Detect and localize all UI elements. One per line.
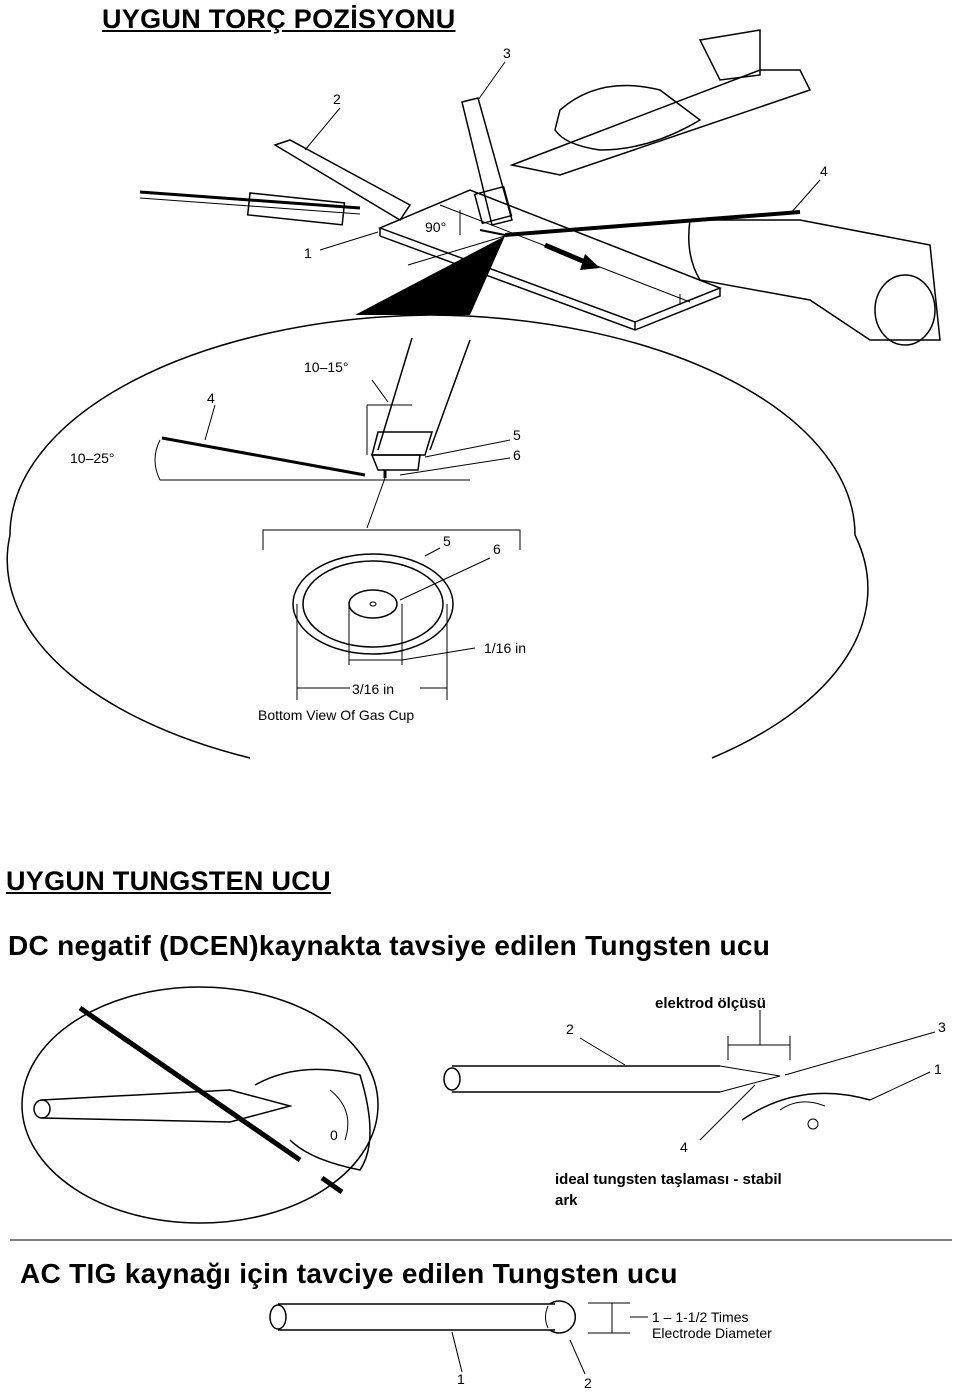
gas-cup-outer	[292, 553, 454, 655]
torch-illustration: 90° 1 2 3 4	[139, 29, 941, 346]
dcen-callout-4: 4	[680, 1139, 688, 1155]
dcen-callout-1: 1	[934, 1061, 942, 1077]
ac-callout-1: 1	[457, 1371, 465, 1387]
detail-view: 10–15° 10–25° 4 5 6 1/16 in 3/16 in Bott…	[6, 314, 869, 759]
zoom-beam	[355, 236, 505, 315]
callout-4: 4	[820, 163, 828, 179]
dim-3-16-label: 3/16 in	[352, 681, 394, 697]
callout-3: 3	[503, 45, 511, 61]
cup-callout-5: 5	[443, 533, 451, 549]
ac-electrode: 1 – 1-1/2 Times Electrode Diameter 1 2	[269, 1300, 772, 1391]
grind-wheel-side	[741, 1092, 871, 1121]
torch-body	[461, 97, 513, 226]
cup-callout-6: 6	[493, 541, 501, 557]
ac-dim-line2: Electrode Diameter	[652, 1325, 772, 1341]
wheel-mark: 0	[330, 1127, 338, 1143]
grind-note-line2: ark	[555, 1192, 578, 1209]
detail-callout-6: 6	[513, 447, 521, 463]
detail-callout-4: 4	[207, 390, 215, 406]
rod-holder	[246, 192, 346, 226]
dcen-grinding-circle: 0	[21, 986, 379, 1224]
torch-position-heading: UYGUN TORÇ POZİSYONU	[102, 4, 456, 34]
detail-circle	[6, 314, 869, 759]
ac-dim-line1: 1 – 1-1/2 Times	[652, 1309, 749, 1325]
detail-callout-5: 5	[513, 427, 521, 443]
dcen-callout-2: 2	[566, 1021, 574, 1037]
glove-right	[688, 219, 941, 341]
travel-arrow	[580, 254, 600, 270]
detail-rod	[161, 436, 366, 477]
callout-2: 2	[333, 91, 341, 107]
grind-note-line1: ideal tungsten taşlaması - stabil	[555, 1171, 782, 1188]
electrode-size-label: elektrod ölçüsü	[655, 995, 766, 1012]
dcen-callout-3: 3	[938, 1019, 946, 1035]
gas-cup-inner	[302, 560, 444, 648]
gas-cup-caption: Bottom View Of Gas Cup	[258, 707, 414, 723]
electrode-grind	[41, 1089, 293, 1123]
dcen-electrode-side: elektrod ölçüsü 2 3 1 4 ideal tungsten t…	[443, 995, 946, 1209]
filler-rod-4	[504, 210, 801, 237]
dcen-title: DC negatif (DCEN)kaynakta tavsiye edilen…	[8, 930, 771, 961]
angle-10-25-label: 10–25°	[70, 450, 115, 466]
glove-left	[554, 84, 702, 151]
grinding-magnifier	[21, 986, 379, 1224]
angle-10-15-label: 10–15°	[304, 359, 349, 375]
dim-1-16-label: 1/16 in	[484, 640, 526, 656]
gas-cup	[473, 185, 513, 225]
tungsten-tip-heading: UYGUN TUNGSTEN UCU	[6, 866, 331, 896]
callout-1: 1	[304, 245, 312, 261]
electrode-tip	[719, 1065, 781, 1093]
balled-tip	[549, 1300, 577, 1334]
ac-callout-2: 2	[584, 1375, 592, 1391]
ac-title: AC TIG kaynağı için tavciye edilen Tungs…	[20, 1258, 678, 1289]
grind-wheel	[254, 1068, 371, 1171]
angle-90-label: 90°	[425, 219, 446, 235]
torch-cable	[509, 69, 812, 176]
filler-holder	[273, 139, 412, 222]
